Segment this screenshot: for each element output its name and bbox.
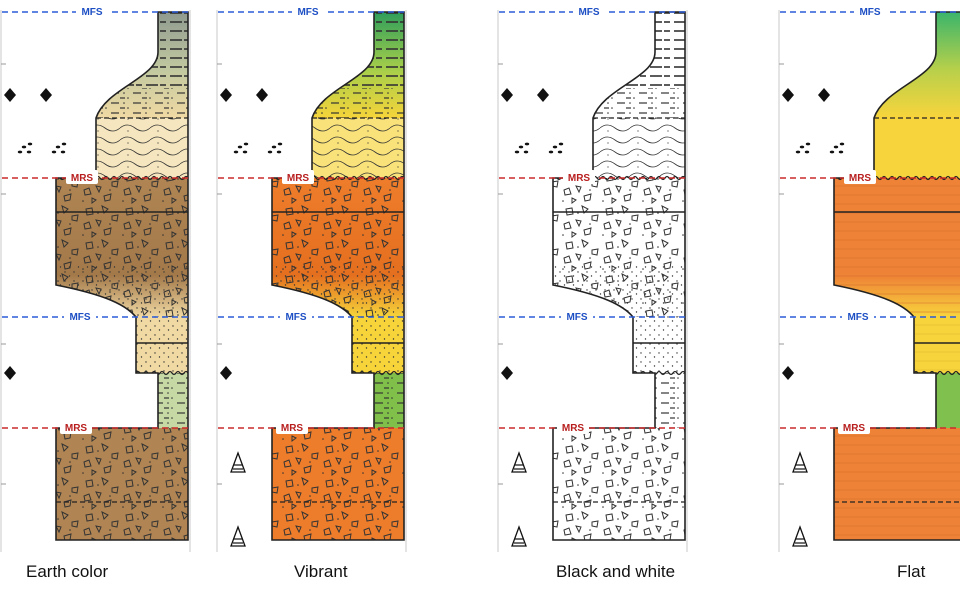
surface-label-mrs: MRS (281, 423, 304, 434)
log-column-outline (552, 11, 686, 541)
ooid-symbol (795, 142, 811, 154)
diamond-symbol (256, 88, 268, 102)
log-panel-bw: MFS MRS MFS MRS (497, 4, 688, 552)
surface-label-bg (292, 4, 324, 18)
log-column-outline (833, 11, 960, 541)
log-column-fill (553, 12, 685, 540)
surface-label-mrs: MRS (287, 173, 310, 184)
diamond-symbol (818, 88, 830, 102)
texture-shale (272, 12, 404, 88)
texture-ripple-sand (553, 118, 685, 178)
surface-label-mfs: MFS (578, 7, 599, 18)
surface-label-bg (280, 309, 312, 323)
texture-ripple-sand (272, 118, 404, 178)
surface-label-bg (561, 309, 593, 323)
caption-black-and-white: Black and white (556, 562, 676, 581)
surface-label-mfs: MFS (859, 7, 880, 18)
diamond-symbol (782, 88, 794, 102)
surface-label-mrs: MRS (568, 173, 591, 184)
surface-label-mrs: MRS (849, 173, 872, 184)
log-column-fill (272, 12, 404, 540)
surface-label-bg (844, 170, 876, 184)
trace-fossil-symbol (230, 451, 246, 473)
surface-label-mrs: MRS (562, 423, 585, 434)
log-column-outline (55, 11, 189, 541)
log-column-outline (271, 11, 405, 541)
surface-label-bg (557, 420, 589, 434)
surface-label-bg (854, 4, 886, 18)
surface-label-mrs: MRS (65, 423, 88, 434)
log-panel-earth: MFS MRS MFS MRS (0, 4, 191, 552)
log-panel-vibrant: MFS MRS MFS MRS (216, 4, 407, 552)
diamond-symbol (40, 88, 52, 102)
texture-shale (553, 12, 685, 88)
trace-fossil-symbol (511, 451, 527, 473)
diamond-symbol (4, 366, 16, 380)
ooid-symbol (233, 142, 249, 154)
unit-silt-green (834, 373, 960, 428)
surface-label-mfs: MFS (285, 312, 306, 323)
ooid-symbol (548, 142, 564, 154)
surface-label-bg (276, 420, 308, 434)
surface-label-mrs: MRS (71, 173, 94, 184)
diamond-symbol (537, 88, 549, 102)
texture-silt (272, 88, 404, 118)
diamond-symbol (220, 88, 232, 102)
texture-shale (56, 12, 188, 88)
trace-fossil-symbol (230, 525, 246, 547)
unit-conglomerate-upper (834, 178, 960, 317)
surface-label-bg (563, 170, 595, 184)
surface-label-bg (60, 420, 92, 434)
texture-ripple-sand (56, 118, 188, 178)
unit-sand-middle (834, 317, 960, 373)
texture-conglomerate-lower (272, 428, 404, 540)
diamond-symbol (501, 366, 513, 380)
diamond-symbol (4, 88, 16, 102)
log-column-fill (56, 12, 188, 540)
log-column-fill (834, 12, 960, 540)
ooid-symbol (51, 142, 67, 154)
ooid-symbol (17, 142, 33, 154)
unit-conglomerate-lower (834, 428, 960, 540)
surface-label-mfs: MFS (69, 312, 90, 323)
surface-label-bg (573, 4, 605, 18)
surface-label-mfs: MFS (81, 7, 102, 18)
surface-label-bg (64, 309, 96, 323)
surface-label-bg (842, 309, 874, 323)
trace-fossil-symbol (511, 525, 527, 547)
unit-shale-to-silt (834, 12, 960, 118)
texture-silt (553, 88, 685, 118)
trace-fossil-symbol (792, 451, 808, 473)
caption-vibrant: Vibrant (294, 562, 348, 581)
ooid-symbol (829, 142, 845, 154)
texture-silt-lower (553, 373, 685, 428)
trace-fossil-symbol (792, 525, 808, 547)
ooid-symbol (514, 142, 530, 154)
texture-silt-lower (56, 373, 188, 428)
surface-label-mfs: MFS (847, 312, 868, 323)
surface-label-bg (66, 170, 98, 184)
texture-conglomerate-lower (553, 428, 685, 540)
caption-earth-color: Earth color (26, 562, 109, 581)
ooid-symbol (267, 142, 283, 154)
surface-label-bg (282, 170, 314, 184)
diamond-symbol (501, 88, 513, 102)
texture-silt (56, 88, 188, 118)
surface-label-mfs: MFS (297, 7, 318, 18)
surface-label-bg (76, 4, 108, 18)
surface-label-mrs: MRS (843, 423, 866, 434)
surface-label-bg (838, 420, 870, 434)
diamond-symbol (220, 366, 232, 380)
surface-label-mfs: MFS (566, 312, 587, 323)
texture-conglomerate-lower (56, 428, 188, 540)
unit-sand-upper (834, 118, 960, 178)
diamond-symbol (782, 366, 794, 380)
log-panel-flat: MFS MRS MFS MRS (778, 4, 960, 552)
texture-silt-lower (272, 373, 404, 428)
caption-flat: Flat (897, 562, 926, 581)
